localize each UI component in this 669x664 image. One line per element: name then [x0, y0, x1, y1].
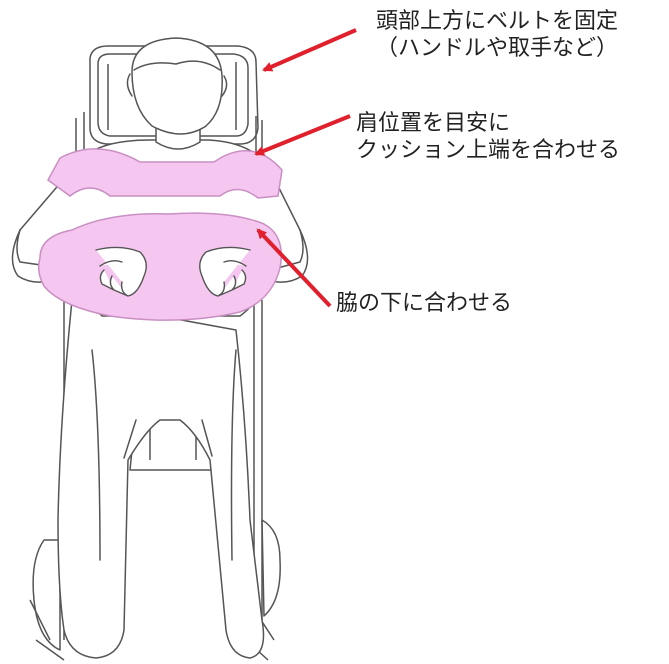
callout-arrows: [254, 28, 357, 308]
positioning-cushion: [37, 148, 283, 321]
arrow-armpit: [256, 228, 332, 308]
label-head-belt-line2: （ハンドルや取手など）: [376, 36, 619, 61]
arrow-shoulder: [254, 114, 351, 156]
label-head-belt: 頭部上方にベルトを固定 （ハンドルや取手など）: [376, 8, 618, 62]
label-head-belt-line1: 頭部上方にベルトを固定: [376, 9, 619, 34]
label-shoulder: 肩位置を目安に クッション上端を合わせる: [356, 110, 620, 164]
label-shoulder-line2: クッション上端を合わせる: [356, 138, 621, 163]
arrow-head-belt: [262, 28, 357, 72]
hands: [95, 246, 251, 297]
label-shoulder-line1: 肩位置を目安に: [356, 111, 511, 136]
label-armpit-line1: 脇の下に合わせる: [336, 291, 513, 316]
label-armpit: 脇の下に合わせる: [336, 290, 512, 317]
